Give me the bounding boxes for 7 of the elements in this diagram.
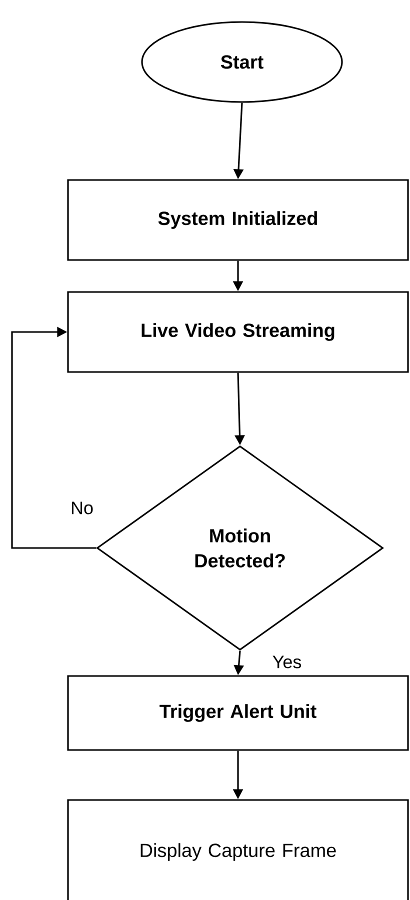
process-box: Trigger Alert Unit [67,675,409,751]
process-box: Display Capture Frame [67,799,409,900]
process-box: System Initialized [67,179,409,261]
edge-label: No [70,500,94,516]
edge-label: Yes [271,654,303,670]
arrow [11,326,96,549]
process-box: Live Video Streaming [67,291,409,373]
